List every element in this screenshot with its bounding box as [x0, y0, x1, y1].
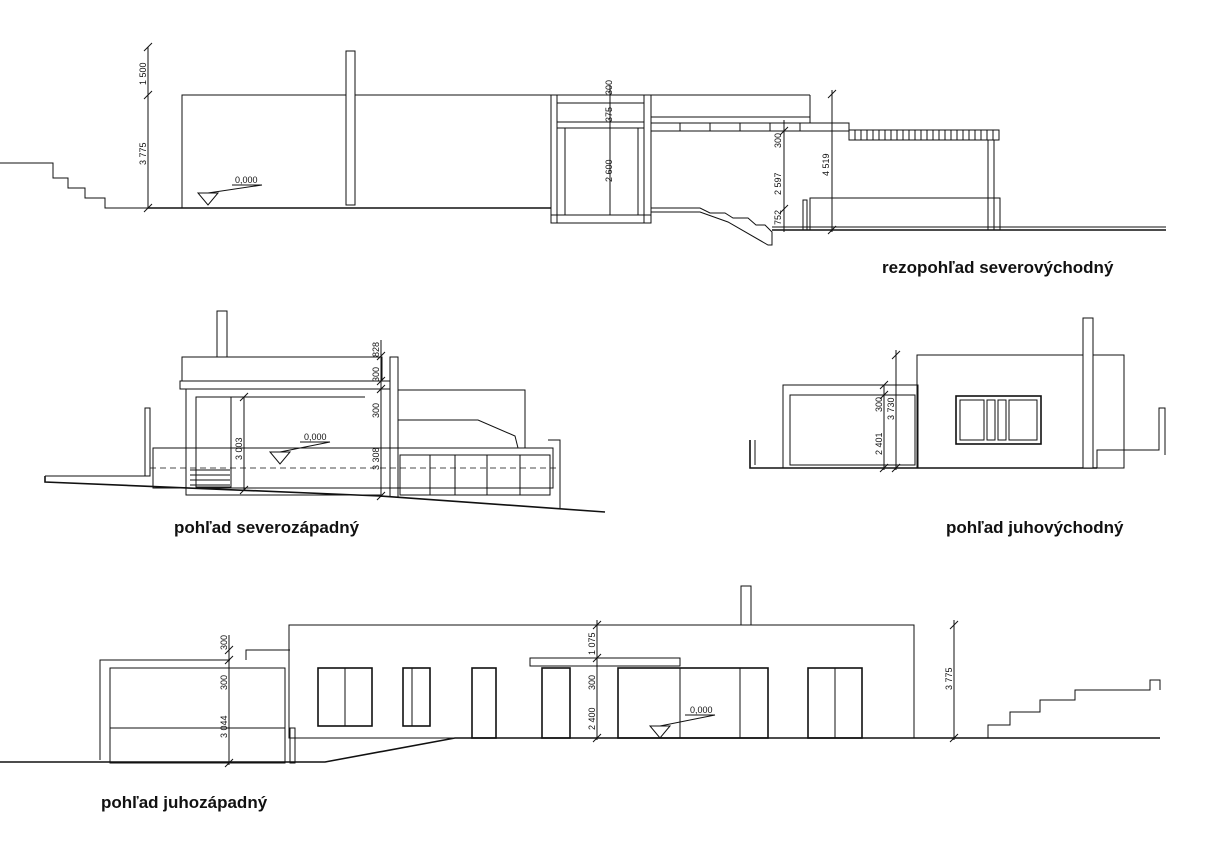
ne-dim-3775: 3 775	[138, 142, 148, 165]
sw-dim-1075: 1 075	[587, 632, 597, 655]
nw-level-label: 0,000	[304, 432, 327, 442]
sw-dim-2400: 2 400	[587, 707, 597, 730]
se-view-drawing: 3 730 300 2 401 pohľad juhovýchodný	[749, 317, 1166, 537]
ne-low-wall	[809, 197, 1001, 231]
sw-level-marker	[648, 725, 672, 739]
sw-dim-300c: 300	[587, 675, 597, 690]
nw-building-body	[185, 388, 382, 496]
ne-pergola	[848, 129, 1000, 141]
nw-level-marker	[268, 451, 292, 465]
ne-dim-2597: 2 597	[773, 172, 783, 195]
nw-dim-3003: 3 003	[234, 437, 244, 460]
nw-ground-line	[44, 476, 606, 513]
sw-view-drawing: 0,000 300 300 3 044 1 075 300 2 400 3 77…	[0, 585, 1161, 812]
sw-dim-3775: 3 775	[944, 667, 954, 690]
nw-view-title: pohľad severozápadný	[174, 518, 360, 537]
nw-glass-facade	[399, 454, 551, 496]
ne-level-marker	[196, 192, 220, 206]
ne-dim-4519: 4 519	[821, 153, 831, 176]
sw-dim-300a: 300	[219, 635, 229, 650]
ne-dim-752: 752	[773, 210, 783, 225]
ne-dim-300b: 300	[773, 133, 783, 148]
ne-dim-375: 375	[604, 107, 614, 122]
nw-dim-828: 828	[371, 342, 381, 357]
sw-chimney	[740, 585, 752, 626]
ne-beam-ticks	[679, 123, 801, 131]
ne-dim-300: 300	[604, 80, 614, 95]
ne-roof-slab	[650, 122, 850, 132]
se-window	[955, 395, 1042, 445]
sw-ground-line	[0, 737, 1160, 763]
nw-dim-300a: 300	[371, 367, 381, 382]
nw-view-drawing: 0,000 3 003 828 300 300 3 308 pohľad sev…	[44, 310, 606, 537]
ne-dim-1500: 1 500	[138, 62, 148, 85]
nw-dim-3308: 3 308	[371, 447, 381, 470]
ne-level-leader	[207, 184, 263, 194]
se-chimney	[1082, 317, 1094, 469]
nw-chimney	[216, 310, 228, 358]
se-dim-3730: 3 730	[886, 397, 896, 420]
ne-stair	[651, 207, 773, 246]
se-building-body	[916, 354, 1125, 469]
sw-dim-3044: 3 044	[219, 715, 229, 738]
ne-dim-2600: 2 600	[604, 159, 614, 182]
nw-door	[195, 396, 232, 488]
ne-building-outline	[181, 94, 551, 208]
ne-left-terrain	[0, 162, 148, 209]
nw-entry-stairs	[190, 469, 230, 486]
se-ground-line	[749, 440, 1097, 469]
ne-chimney	[345, 50, 356, 206]
sw-carport	[109, 667, 286, 764]
ne-section-drawing: 0,000 1 500 3 775	[0, 42, 1166, 277]
nw-dim-300b: 300	[371, 403, 381, 418]
sw-right-terrain	[914, 679, 1161, 739]
sw-building-body	[288, 624, 915, 739]
se-dim-300: 300	[874, 397, 884, 412]
se-view-title: pohľad juhovýchodný	[946, 518, 1124, 537]
ne-section-title: rezopohľad severovýchodný	[882, 258, 1114, 277]
sw-view-title: pohľad juhozápadný	[101, 793, 268, 812]
se-dim-2401: 2 401	[874, 432, 884, 455]
ne-level-label: 0,000	[235, 175, 258, 185]
sw-level-label: 0,000	[690, 705, 713, 715]
sw-dim-300b: 300	[219, 675, 229, 690]
sw-windows	[317, 667, 863, 739]
